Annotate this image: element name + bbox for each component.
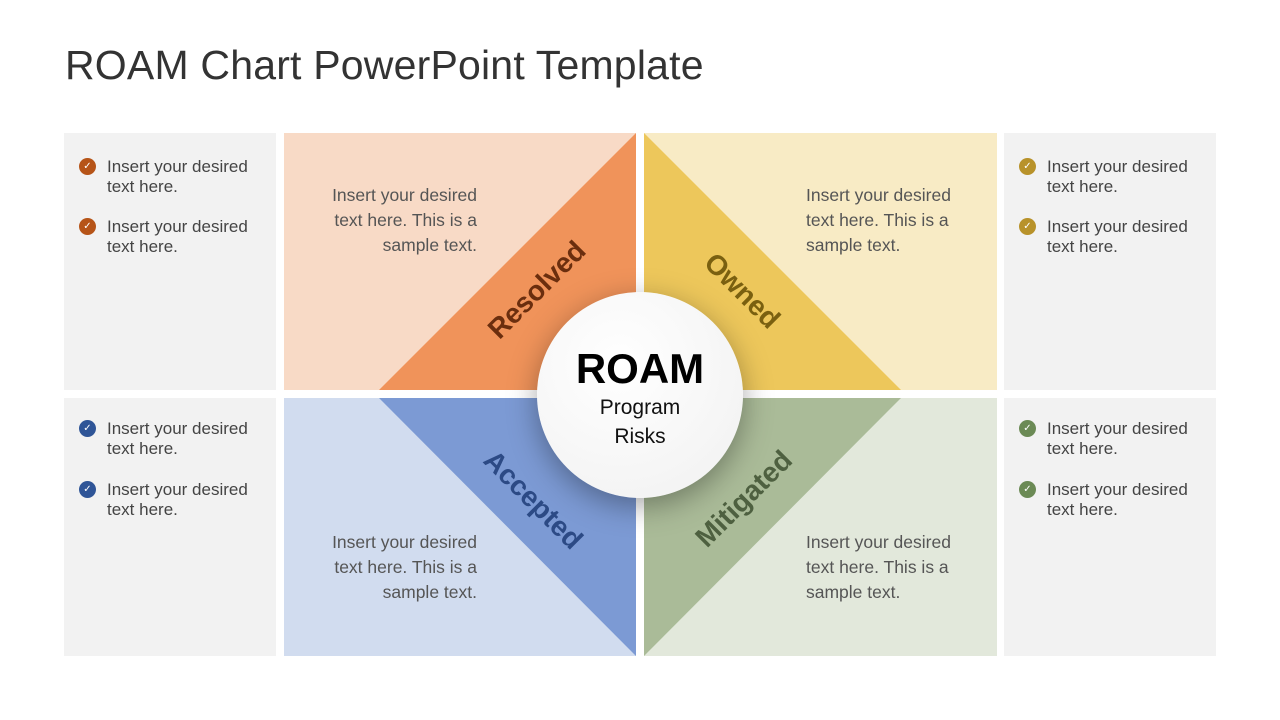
bullet-text: Insert your desired text here.: [1047, 157, 1188, 196]
list-item: ✓ Insert your desired text here.: [1019, 480, 1207, 520]
bullet-text: Insert your desired text here.: [107, 217, 248, 256]
side-panel-bottom-right: ✓ Insert your desired text here. ✓ Insert …: [1004, 398, 1216, 656]
check-circle-icon: ✓: [1019, 218, 1036, 235]
bullet-text: Insert your desired text here.: [1047, 419, 1188, 458]
bullet-text: Insert your desired text here.: [107, 157, 248, 196]
check-circle-icon: ✓: [79, 158, 96, 175]
check-circle-icon: ✓: [1019, 481, 1036, 498]
list-item: ✓ Insert your desired text here.: [79, 480, 267, 520]
side-panel-top-left: ✓ Insert your desired text here. ✓ Insert …: [64, 133, 276, 390]
side-panel-bottom-left: ✓ Insert your desired text here. ✓ Insert …: [64, 398, 276, 656]
check-circle-icon: ✓: [1019, 420, 1036, 437]
list-item: ✓ Insert your desired text here.: [1019, 217, 1207, 257]
list-item: ✓ Insert your desired text here.: [79, 157, 267, 197]
owned-text: Insert your desired text here. This is a…: [806, 185, 951, 255]
check-circle-icon: ✓: [79, 420, 96, 437]
bullet-text: Insert your desired text here.: [107, 419, 248, 458]
list-item: ✓ Insert your desired text here.: [79, 419, 267, 459]
bullet-text: Insert your desired text here.: [1047, 480, 1188, 519]
list-item: ✓ Insert your desired text here.: [1019, 419, 1207, 459]
center-circle: ROAM Program Risks: [537, 292, 743, 498]
bullet-text: Insert your desired text here.: [1047, 217, 1188, 256]
slide-title: ROAM Chart PowerPoint Template: [65, 42, 704, 88]
mitigated-text: Insert your desired text here. This is a…: [806, 532, 951, 602]
check-circle-icon: ✓: [79, 481, 96, 498]
check-circle-icon: ✓: [1019, 158, 1036, 175]
list-item: ✓ Insert your desired text here.: [79, 217, 267, 257]
check-circle-icon: ✓: [79, 218, 96, 235]
side-panel-top-right: ✓ Insert your desired text here. ✓ Insert …: [1004, 133, 1216, 390]
accepted-text: Insert your desired text here. This is a…: [332, 532, 477, 602]
list-item: ✓ Insert your desired text here.: [1019, 157, 1207, 197]
center-line2: Risks: [614, 425, 666, 448]
resolved-text: Insert your desired text here. This is a…: [332, 185, 477, 255]
center-heading: ROAM: [575, 345, 705, 392]
bullet-text: Insert your desired text here.: [107, 480, 248, 519]
center-line1: Program: [599, 396, 681, 419]
